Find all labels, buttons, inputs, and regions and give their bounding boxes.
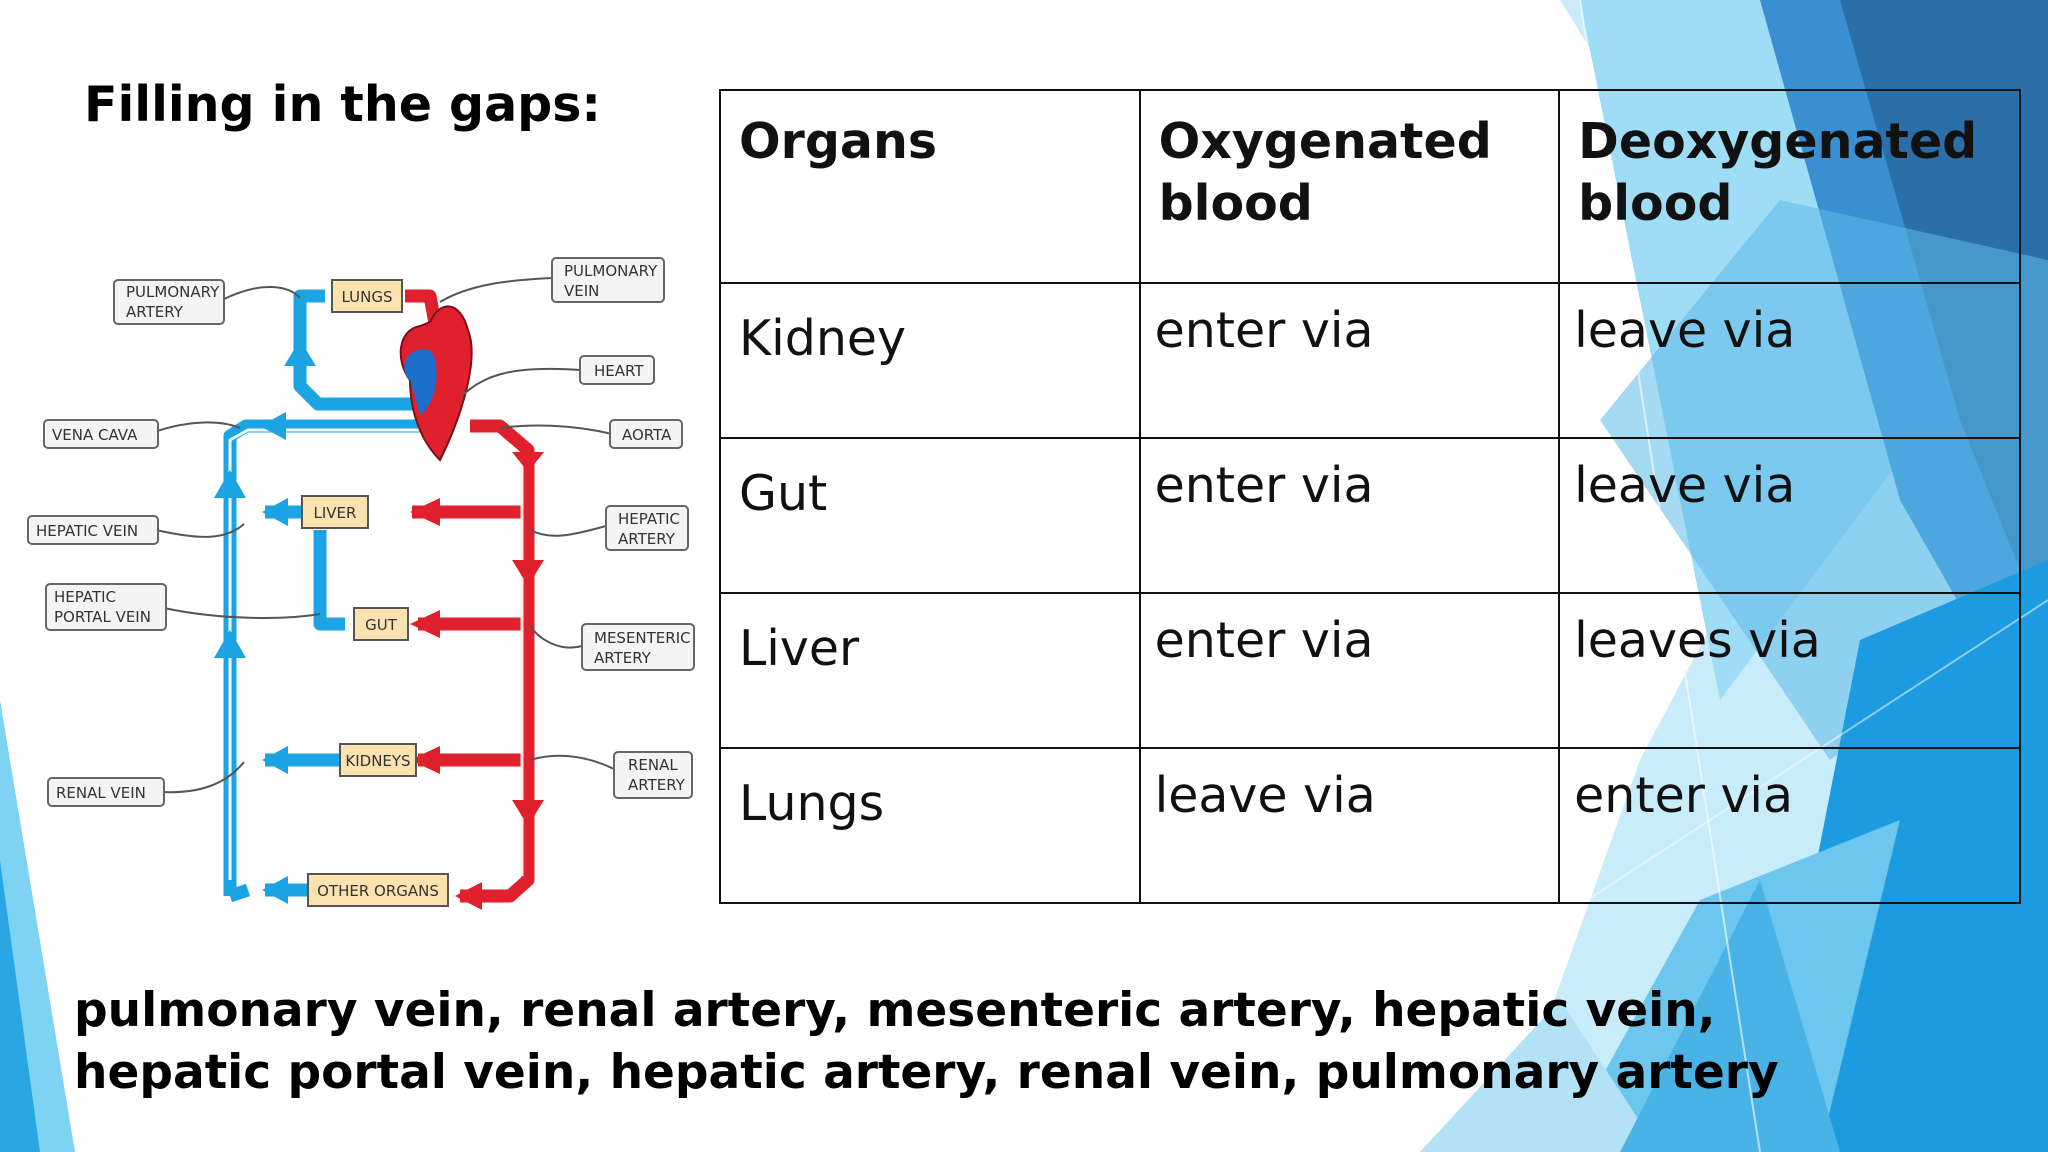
arteries	[405, 289, 544, 910]
row-organ: Liver	[719, 592, 1141, 749]
row-organ: Gut	[719, 437, 1141, 594]
header-deoxygenated: Deoxygenated blood	[1558, 89, 2021, 284]
label-renal-artery-line2: ARTERY	[628, 776, 686, 794]
row-deoxygenated-cell: enter via	[1558, 747, 2021, 904]
label-mesenteric-artery: MESENTERIC ARTERY	[581, 623, 695, 671]
label-pointers	[153, 277, 617, 794]
organ-liver: LIVER	[301, 495, 369, 529]
gaps-table: Organs Oxygenated blood Deoxygenated blo…	[719, 89, 2021, 904]
artery-arrowhead	[512, 452, 544, 472]
label-renal-artery: RENAL ARTERY	[613, 751, 693, 799]
row-organ: Kidney	[719, 282, 1141, 439]
row-deoxygenated-cell: leaves via	[1558, 592, 2021, 749]
label-pulmonary-vein-line1: PULMONARY	[564, 262, 658, 280]
table-header-row: Organs Oxygenated blood Deoxygenated blo…	[719, 89, 2021, 284]
organ-kidneys-label: KIDNEYS	[345, 752, 410, 770]
label-vena-cava: VENA CAVA	[43, 419, 159, 449]
header-organs: Organs	[719, 89, 1141, 284]
heart-icon	[399, 305, 473, 462]
organ-gut-label: GUT	[365, 616, 398, 634]
organ-other-organs: OTHER ORGANS	[307, 873, 449, 907]
label-renal-vein-text: RENAL VEIN	[56, 784, 146, 802]
row-oxygenated-cell: enter via	[1138, 437, 1561, 594]
vein-arrowhead	[262, 876, 288, 904]
artery-arrowhead	[410, 746, 440, 774]
row-oxygenated-cell: enter via	[1138, 282, 1561, 439]
label-hepatic-artery-line2: ARTERY	[618, 530, 676, 548]
header-deoxygenated-line1: Deoxygenated	[1578, 113, 1978, 170]
artery-arrowhead	[455, 882, 482, 910]
row-oxygenated-cell: enter via	[1138, 592, 1561, 749]
organ-liver-label: LIVER	[314, 504, 357, 522]
vein-arrowhead	[284, 340, 316, 366]
word-bank-line: pulmonary vein, renal artery, mesenteric…	[74, 983, 1716, 1038]
table-row: Liver enter via leaves via	[719, 592, 2021, 749]
table-row: Kidney enter via leave via	[719, 282, 2021, 439]
header-oxygenated-line2: blood	[1158, 175, 1313, 232]
label-heart: HEART	[579, 355, 655, 385]
header-oxygenated: Oxygenated blood	[1138, 89, 1561, 284]
artery-arrowhead	[512, 800, 544, 826]
label-hepatic-portal-vein-line2: PORTAL VEIN	[54, 608, 151, 626]
label-pulmonary-vein-line2: VEIN	[564, 282, 599, 300]
word-bank-line: hepatic portal vein, hepatic artery, ren…	[74, 1045, 1779, 1100]
header-deoxygenated-line2: blood	[1578, 175, 1733, 232]
label-vena-cava-text: VENA CAVA	[52, 426, 138, 444]
row-deoxygenated-cell: leave via	[1558, 437, 2021, 594]
slide-title: Filling in the gaps:	[84, 76, 601, 133]
vein-arrowhead	[262, 498, 288, 526]
row-organ: Lungs	[719, 747, 1141, 904]
artery-arrowhead	[410, 610, 440, 638]
label-pulmonary-vein: PULMONARY VEIN	[551, 257, 665, 303]
organ-lungs: LUNGS	[331, 279, 403, 313]
row-oxygenated-cell: leave via	[1138, 747, 1561, 904]
vein-arrowhead	[260, 412, 286, 440]
label-hepatic-vein-text: HEPATIC VEIN	[36, 522, 138, 540]
label-hepatic-vein: HEPATIC VEIN	[27, 515, 159, 545]
row-deoxygenated-cell: leave via	[1558, 282, 2021, 439]
label-mesenteric-artery-line1: MESENTERIC	[594, 629, 691, 647]
vein-arrowhead	[214, 630, 246, 658]
label-mesenteric-artery-line2: ARTERY	[594, 649, 652, 667]
word-bank: pulmonary vein, renal artery, mesenteric…	[74, 980, 1779, 1104]
label-pulmonary-artery: PULMONARY ARTERY	[113, 279, 225, 325]
artery-arrowhead	[410, 498, 440, 526]
table-row: Gut enter via leave via	[719, 437, 2021, 594]
label-pulmonary-artery-line1: PULMONARY	[126, 283, 220, 301]
organ-lungs-label: LUNGS	[342, 288, 393, 306]
header-organs-text: Organs	[739, 113, 938, 170]
label-renal-artery-line1: RENAL	[628, 756, 678, 774]
artery-arrowhead	[512, 560, 544, 586]
vein-arrowhead	[262, 746, 288, 774]
label-aorta: AORTA	[609, 419, 683, 449]
label-hepatic-portal-vein: HEPATIC PORTAL VEIN	[45, 583, 167, 631]
label-hepatic-artery-line1: HEPATIC	[618, 510, 680, 528]
label-renal-vein: RENAL VEIN	[47, 777, 165, 807]
table-row: Lungs leave via enter via	[719, 747, 2021, 904]
organ-gut: GUT	[353, 607, 409, 641]
label-hepatic-portal-vein-line1: HEPATIC	[54, 588, 116, 606]
header-oxygenated-line1: Oxygenated	[1158, 113, 1492, 170]
circulation-diagram: LUNGS LIVER GUT KIDNEYS OTHER ORGANS PUL…	[27, 257, 695, 910]
vein-arrowhead	[214, 470, 246, 498]
organ-kidneys: KIDNEYS	[339, 743, 417, 777]
organ-other-organs-label: OTHER ORGANS	[317, 882, 439, 900]
veins	[214, 289, 435, 904]
label-pulmonary-artery-line2: ARTERY	[126, 303, 184, 321]
label-hepatic-artery: HEPATIC ARTERY	[605, 505, 689, 551]
label-aorta-text: AORTA	[622, 426, 672, 444]
label-heart-text: HEART	[594, 362, 644, 380]
